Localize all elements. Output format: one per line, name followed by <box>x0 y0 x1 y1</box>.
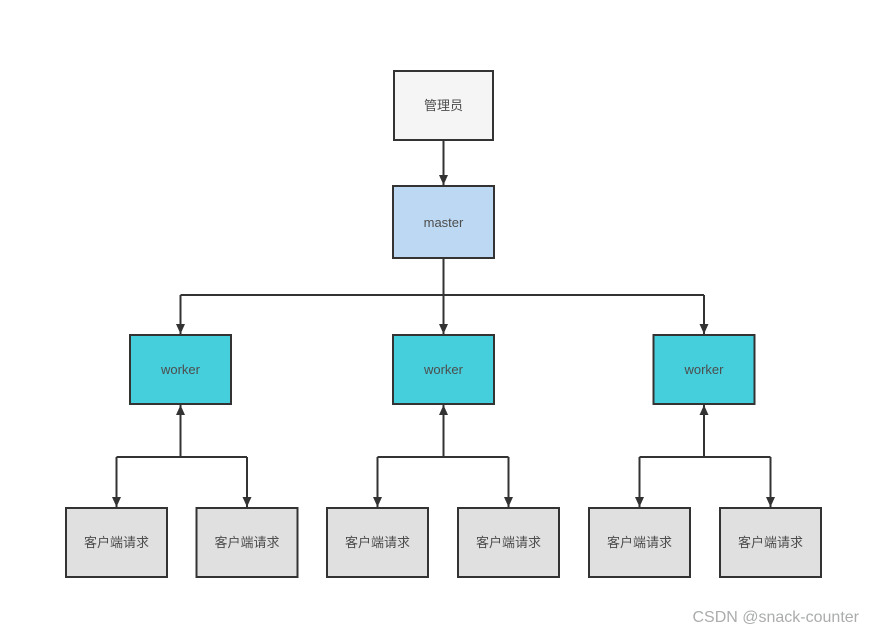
worker-node-label: worker <box>160 362 201 377</box>
connectors <box>112 140 775 507</box>
client-request-node <box>326 507 429 578</box>
worker-node <box>652 334 756 405</box>
client-request-node <box>457 507 560 578</box>
watermark: CSDN @snack-counter <box>692 609 859 626</box>
client-request-node-label: 客户端请求 <box>84 535 149 550</box>
master-node-label: master <box>424 215 464 230</box>
admin-node-label: 管理员 <box>424 98 463 113</box>
client-request-node <box>195 507 299 578</box>
client-request-node <box>588 507 691 578</box>
worker-node-label: worker <box>683 362 724 377</box>
client-request-node-label: 客户端请求 <box>345 535 410 550</box>
worker-node <box>392 334 495 405</box>
nodes: 管理员 master worker worker worker 客户端请求 客户… <box>65 70 822 578</box>
worker-node-label: worker <box>423 362 464 377</box>
admin-node <box>393 70 494 141</box>
client-request-node-label: 客户端请求 <box>476 535 541 550</box>
client-request-node-label: 客户端请求 <box>607 535 672 550</box>
client-request-node <box>65 507 168 578</box>
client-request-node <box>719 507 822 578</box>
master-node <box>392 185 495 259</box>
client-request-node-label: 客户端请求 <box>214 535 279 550</box>
worker-node <box>129 334 232 405</box>
client-request-node-label: 客户端请求 <box>738 535 803 550</box>
